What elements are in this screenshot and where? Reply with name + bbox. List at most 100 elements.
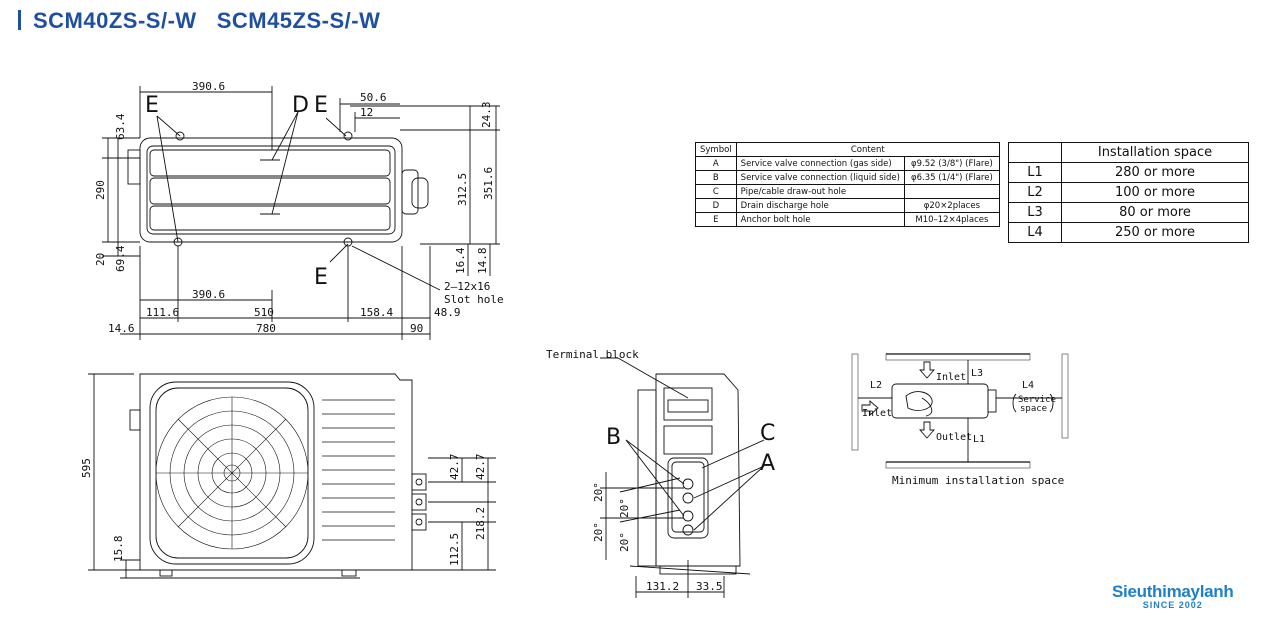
dim-12: 12 (360, 106, 373, 119)
content-cell: Drain discharge hole (735, 198, 905, 213)
dim-63: 63.4 (114, 113, 127, 140)
table-row: C Pipe/cable draw-out hole (695, 184, 1000, 199)
model-1: SCM40ZS-S/-W (33, 8, 197, 33)
logo-since: SINCE 2002 (1142, 600, 1203, 610)
content-cell: Service valve connection (gas side) (735, 156, 905, 171)
label-d: D (292, 93, 309, 118)
dim-290: 290 (94, 180, 107, 200)
header-symbol: Symbol (695, 142, 737, 157)
outlet-label: Outlet (936, 432, 972, 443)
install-text: Inlet L3 L2 L4 Inlet Service space Outle… (862, 368, 1064, 487)
install-diagram (851, 353, 1069, 469)
label-e1: E (145, 93, 159, 118)
terminal-block-label: Terminal block (546, 348, 639, 361)
dim-33: 33.5 (696, 580, 723, 593)
slot-note-1: 2–12x16 (444, 280, 490, 293)
dim-42-b: 42.7 (474, 454, 487, 481)
dim-390-bottom: 390.6 (192, 288, 225, 301)
dim-14-8: 14.8 (476, 248, 489, 275)
space-value: 280 or more (1061, 162, 1249, 183)
label-e3: E (314, 265, 328, 290)
symbols-table: Symbol Content A Service valve connectio… (695, 142, 1000, 227)
dim-510: 510 (254, 306, 274, 319)
header-content: Content (735, 142, 1000, 157)
table-row: L3 80 or more (1008, 202, 1249, 223)
label-e2: E (314, 93, 328, 118)
header-blank (1008, 142, 1062, 163)
space-key: L4 (1008, 222, 1062, 243)
top-view-body (139, 137, 403, 243)
model-2: SCM45ZS-S/-W (216, 8, 381, 33)
header-installation: Installation space (1061, 142, 1249, 163)
slot-note-2: Slot hole (444, 293, 504, 306)
table-row: L2 100 or more (1008, 182, 1249, 203)
symbol-cell: D (695, 198, 737, 213)
table-header-row: Installation space (1008, 142, 1249, 163)
angle-1: 20° (592, 482, 605, 502)
spec-cell: φ20×2places (903, 198, 1000, 213)
table-row: E Anchor bolt hole M10–12×4places (695, 212, 1000, 227)
dim-50: 50.6 (360, 91, 387, 104)
install-caption: Minimum installation space (892, 474, 1064, 487)
label-c: C (760, 421, 775, 446)
space-key: L3 (1008, 202, 1062, 223)
symbol-cell: C (695, 184, 737, 199)
table-row: D Drain discharge hole φ20×2places (695, 198, 1000, 213)
service-1: Service (1018, 395, 1056, 405)
table-row: A Service valve connection (gas side) φ9… (695, 156, 1000, 171)
table-row: L1 280 or more (1008, 162, 1249, 183)
content-cell: Pipe/cable draw-out hole (735, 184, 905, 199)
spec-cell: M10–12×4places (903, 212, 1000, 227)
dim-16: 16.4 (454, 247, 467, 274)
label-a: A (760, 451, 775, 476)
label-b: B (606, 425, 621, 450)
brand-logo: Sieuthimaylanh SINCE 2002 (1112, 582, 1234, 610)
symbol-cell: A (695, 156, 737, 171)
l1-label: L1 (973, 434, 985, 445)
angle-3: 20° (592, 522, 605, 542)
dim-42-a: 42.7 (448, 454, 461, 481)
table-row: B Service valve connection (liquid side)… (695, 170, 1000, 185)
page-title: SCM40ZS-S/-W SCM45ZS-S/-W (18, 8, 380, 34)
service-2: space (1020, 404, 1047, 414)
dim-24: 24.3 (480, 102, 493, 129)
spec-cell (903, 184, 1000, 199)
inlet-top: Inlet (936, 372, 966, 383)
dim-15: 15.8 (112, 536, 125, 563)
space-key: L1 (1008, 162, 1062, 183)
dim-158: 158.4 (360, 306, 393, 319)
top-view-text: E D E E 390.6 50.6 12 24.3 63.4 290 20 6… (94, 80, 504, 335)
dim-312: 312.5 (456, 173, 469, 206)
table-row: L4 250 or more (1008, 222, 1249, 243)
dim-112: 112.5 (448, 533, 461, 566)
top-view (102, 86, 500, 340)
spec-cell: φ6.35 (1/4") (Flare) (903, 170, 1000, 185)
dim-14-6: 14.6 (108, 322, 135, 335)
table-header-row: Symbol Content (695, 142, 1000, 157)
front-view-text: 595 15.8 42.7 42.7 112.5 218.2 (80, 454, 487, 567)
front-view-body (139, 373, 413, 571)
space-value: 250 or more (1061, 222, 1249, 243)
spec-cell: φ9.52 (3/8") (Flare) (903, 156, 1000, 171)
symbol-cell: B (695, 170, 737, 185)
installation-table: Installation space L1 280 or more L2 100… (1008, 142, 1249, 243)
title-bar (18, 10, 21, 30)
l2-label: L2 (870, 380, 882, 391)
l4-label: L4 (1022, 380, 1034, 391)
logo-name: Sieuthimaylanh (1112, 582, 1234, 601)
symbol-cell: E (695, 212, 737, 227)
angle-4: 20° (618, 532, 631, 552)
dim-218: 218.2 (474, 507, 487, 540)
space-value: 100 or more (1061, 182, 1249, 203)
side-view (600, 357, 765, 598)
dim-595: 595 (80, 458, 93, 478)
space-key: L2 (1008, 182, 1062, 203)
dim-69: 69.4 (114, 245, 127, 272)
inlet-left: Inlet (862, 408, 892, 419)
l3-label: L3 (971, 368, 983, 379)
dim-111: 111.6 (146, 306, 179, 319)
side-view-text: Terminal block B C A 20° 20° 20° 20° 131… (546, 348, 775, 593)
dim-351: 351.6 (482, 167, 495, 200)
dim-90: 90 (410, 322, 423, 335)
